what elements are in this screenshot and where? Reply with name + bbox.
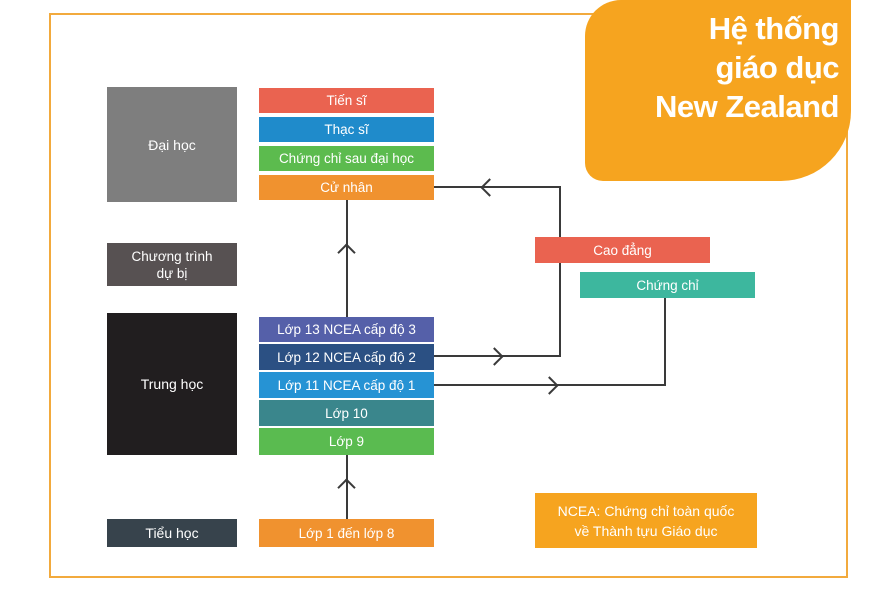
stage-box-trung-hoc: Trung học	[107, 313, 237, 455]
pathway-box-chung-chi: Chứng chỉ	[580, 272, 755, 298]
page-title-line2: giáo dục	[715, 50, 840, 85]
connector-lop13-to-cunhan	[346, 200, 348, 317]
level-bar-thac-si: Thạc sĩ	[259, 117, 434, 142]
level-bar-cu-nhan: Cử nhân	[259, 175, 434, 200]
connector-lop11-horizontal	[434, 384, 665, 386]
page-title-line1: Hệ thống	[708, 11, 840, 46]
header-banner: Hệ thống giáo dục New Zealand	[585, 0, 851, 181]
connector-lop12-horizontal	[434, 355, 561, 357]
level-bar-lop9: Lớp 9	[259, 428, 434, 455]
stage-box-tieu-hoc: Tiểu học	[107, 519, 237, 547]
frame-border	[49, 13, 848, 578]
ncea-note-line1: NCEA: Chứng chỉ toàn quốc	[557, 503, 735, 519]
level-bar-lop11: Lớp 11 NCEA cấp độ 1	[259, 372, 434, 398]
stage-label-line2: dự bị	[156, 265, 188, 281]
connector-lop12-vertical	[559, 186, 561, 356]
connector-caodang-to-cunhan-horizontal	[434, 186, 560, 188]
ncea-note-line2: về Thành tựu Giáo dục	[574, 523, 718, 539]
level-bar-tien-si: Tiến sĩ	[259, 88, 434, 113]
pathway-box-cao-dang: Cao đẳng	[535, 237, 710, 263]
level-bar-lop1-den-lop8: Lớp 1 đến lớp 8	[259, 519, 434, 547]
level-bar-lop12: Lớp 12 NCEA cấp độ 2	[259, 344, 434, 370]
connector-lop1-8-to-lop9	[346, 454, 348, 519]
stage-box-dai-hoc: Đại học	[107, 87, 237, 202]
page-title-line3: New Zealand	[655, 89, 840, 124]
level-bar-chung-chi-sau-dai-hoc: Chứng chỉ sau đại học	[259, 146, 434, 171]
level-bar-lop10: Lớp 10	[259, 400, 434, 426]
level-bar-lop13: Lớp 13 NCEA cấp độ 3	[259, 317, 434, 342]
ncea-legend-note: NCEA: Chứng chỉ toàn quốc về Thành tựu G…	[535, 493, 757, 548]
stage-box-chuong-trinh-du-bi: Chương trình dự bị	[107, 243, 237, 286]
stage-label-line1: Chương trình	[131, 248, 213, 264]
connector-lop11-to-chungchi-vertical	[664, 298, 666, 386]
